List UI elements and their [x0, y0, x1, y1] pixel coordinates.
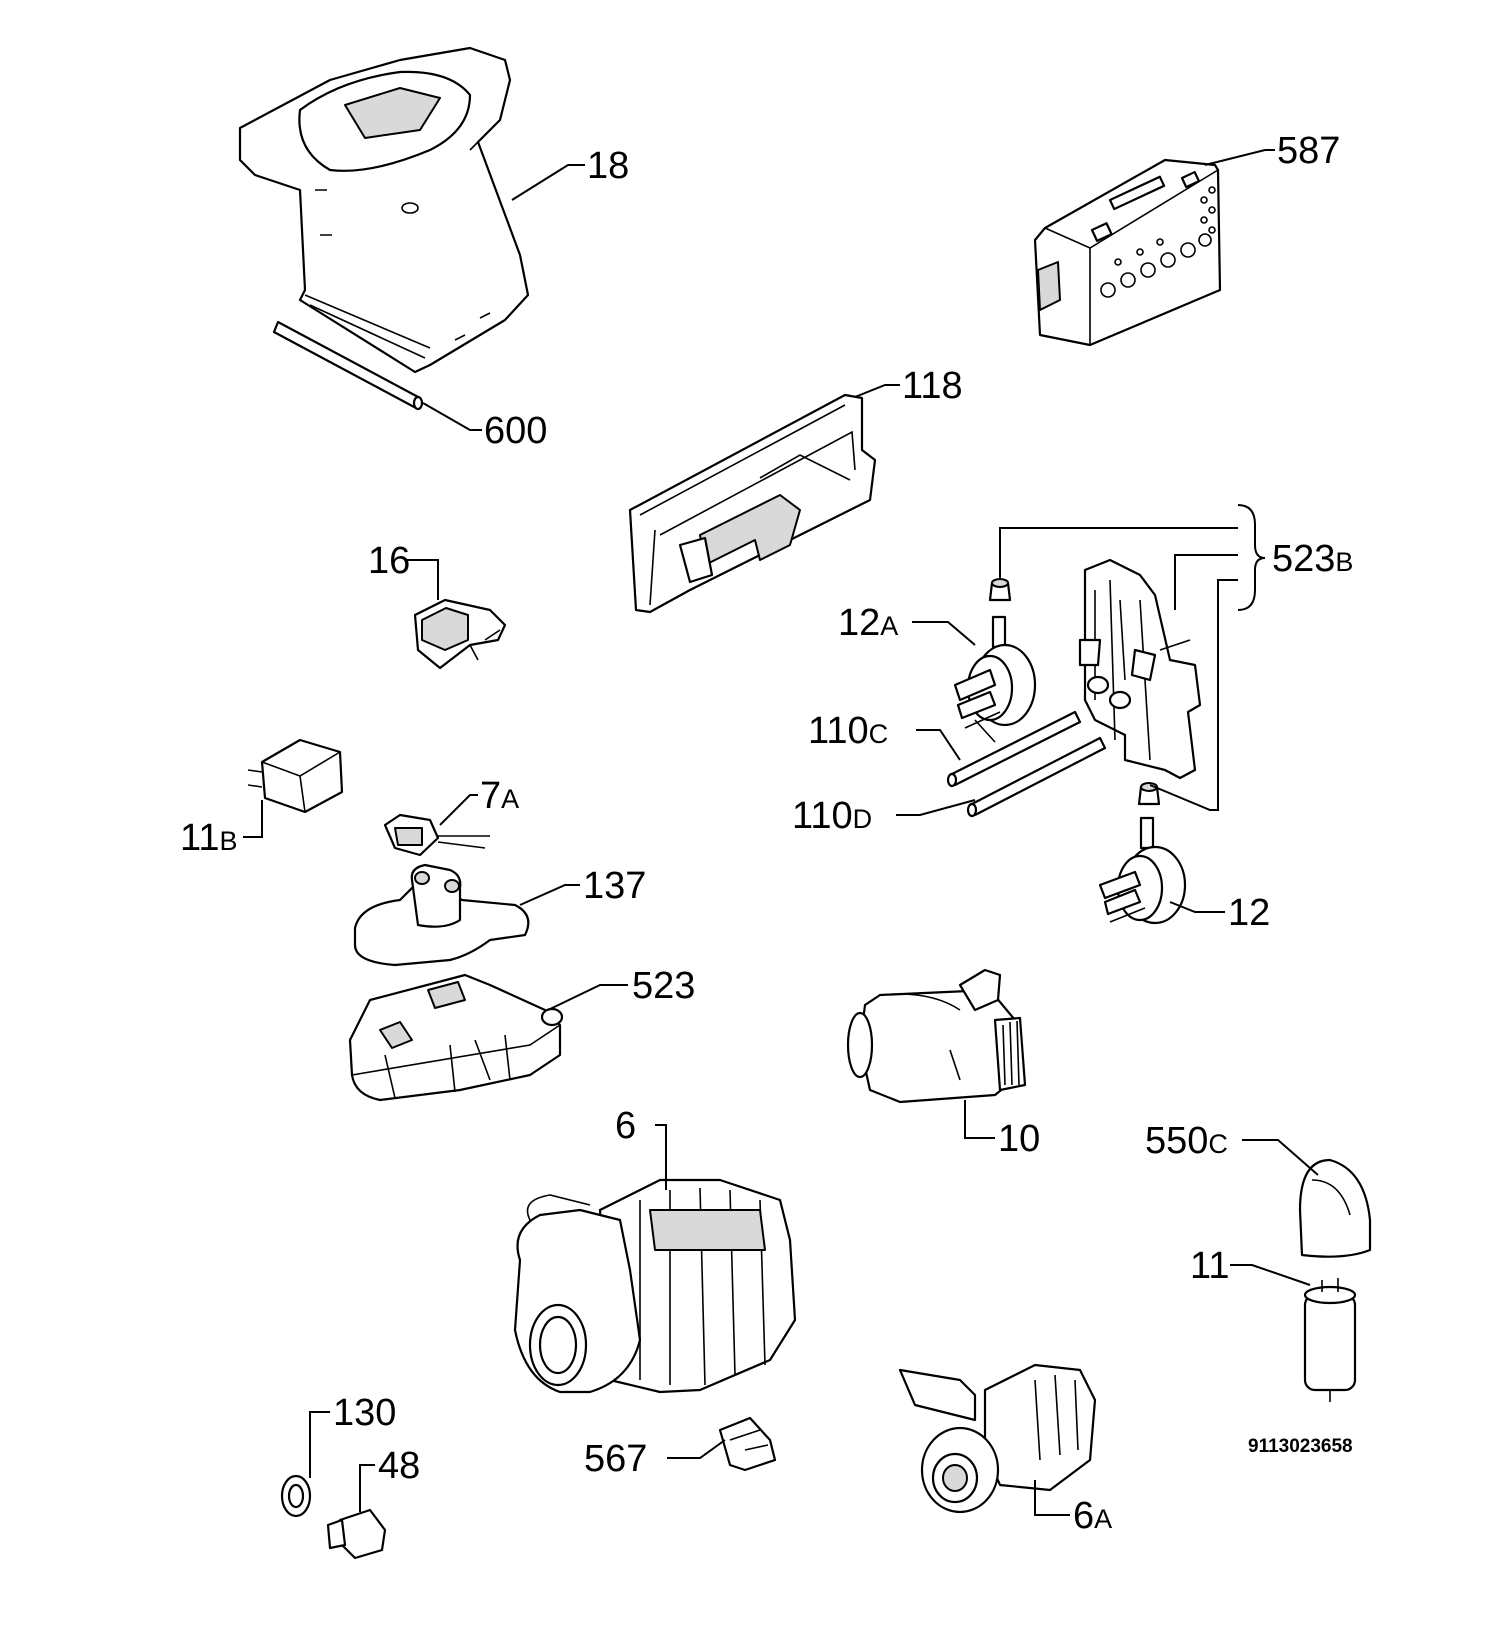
part-110d-tube [966, 736, 1107, 818]
leader-18 [511, 164, 585, 201]
part-130-seal [280, 1474, 312, 1518]
part-600-rod [272, 320, 424, 411]
label-118: 118 [902, 365, 963, 407]
label-587: 587 [1277, 130, 1340, 172]
leader-7a [439, 794, 478, 826]
leader-137 [519, 884, 580, 906]
bracket-523b [1237, 504, 1266, 611]
part-137-cover [353, 863, 530, 967]
part-10-heater [846, 968, 1027, 1104]
part-nozzle-upper [988, 578, 1012, 602]
leader-523b-1 [999, 527, 1238, 580]
label-137: 137 [583, 865, 646, 907]
label-600: 600 [484, 410, 547, 452]
leader-523b-2 [1174, 554, 1238, 610]
part-11b-relay [247, 738, 344, 814]
label-11b: 11B [180, 817, 237, 859]
label-7a: 7A [480, 775, 519, 817]
part-523-base [348, 973, 564, 1102]
leader-587 [1204, 149, 1275, 166]
part-523b-bracket [1078, 558, 1202, 780]
label-523b: 523B [1272, 538, 1353, 580]
label-12: 12 [1228, 892, 1270, 934]
leader-523b-3 [1149, 579, 1238, 811]
leader-523 [547, 984, 628, 1011]
part-6-pump [513, 1178, 797, 1394]
leader-6a [1034, 1480, 1070, 1516]
part-nozzle-lower [1137, 782, 1161, 806]
drawing-reference-number: 9113023658 [1248, 1436, 1353, 1457]
part-118-panel [628, 393, 877, 614]
part-110c-tube [946, 710, 1082, 788]
label-10: 10 [998, 1118, 1040, 1160]
label-110c: 110C [808, 710, 888, 752]
label-130: 130 [333, 1392, 396, 1434]
leader-12 [1169, 901, 1225, 913]
labels: 18 587 600 118 16 523B 12A 110C 110D 11B… [180, 130, 1353, 1537]
leader-48 [359, 1464, 375, 1512]
label-12a: 12A [838, 602, 898, 644]
leader-10 [964, 1100, 995, 1139]
label-6a: 6A [1073, 1495, 1112, 1537]
leader-16 [405, 559, 439, 600]
part-587-control-module [1033, 158, 1222, 347]
label-567: 567 [584, 1438, 647, 1480]
leader-567 [667, 1439, 726, 1459]
part-6a-drain-pump [898, 1363, 1097, 1514]
leader-6 [655, 1124, 667, 1190]
leader-11b [243, 800, 263, 838]
leader-lines [243, 149, 1319, 1516]
label-16: 16 [368, 540, 410, 582]
part-16-switch [413, 598, 507, 670]
leader-110c [916, 729, 961, 761]
leader-110d [896, 799, 976, 816]
part-12-pressure-switch [1098, 816, 1187, 925]
part-11-capacitor [1303, 1278, 1357, 1402]
part-550c-cap [1298, 1158, 1372, 1258]
part-12a-pressure-switch [953, 615, 1037, 743]
part-7a-sensor [383, 813, 490, 857]
label-523: 523 [632, 965, 695, 1007]
label-550c: 550C [1145, 1120, 1228, 1162]
leader-130 [309, 1411, 330, 1478]
leader-600 [422, 402, 482, 431]
part-567-clip [718, 1416, 777, 1472]
leader-12a [912, 621, 976, 646]
part-18-duct [238, 46, 530, 374]
label-110d: 110D [792, 795, 872, 837]
label-18: 18 [587, 145, 629, 187]
leader-550c [1242, 1139, 1319, 1176]
label-48: 48 [378, 1445, 420, 1487]
label-11: 11 [1190, 1245, 1229, 1287]
part-48-plug [326, 1508, 387, 1560]
label-6: 6 [615, 1105, 636, 1147]
leader-11 [1230, 1264, 1311, 1286]
leader-118 [854, 384, 900, 398]
